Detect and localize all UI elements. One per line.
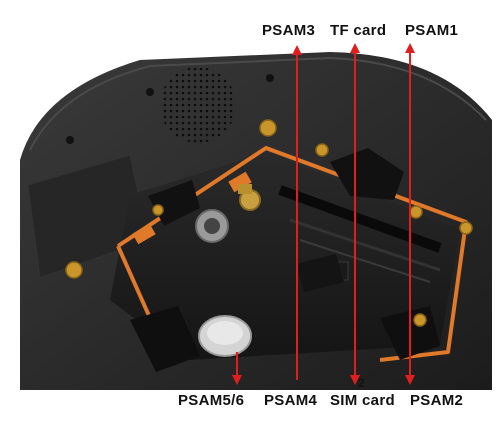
label-psam5-6: PSAM5/6	[178, 392, 245, 409]
gasket-tab	[132, 223, 156, 245]
screw-hole	[266, 74, 274, 82]
speaker-grille-icon	[160, 67, 236, 143]
gasket-tab	[228, 171, 252, 193]
device-edge-highlight	[29, 56, 487, 151]
label-psam1: PSAM1	[405, 22, 459, 39]
label-tf-card: TF card	[330, 22, 387, 39]
screw-icon	[409, 205, 423, 219]
label-sim-card: SIM card	[330, 392, 395, 409]
label-psam3: PSAM3	[262, 22, 316, 39]
screw-hole	[146, 88, 154, 96]
screw-icon	[152, 204, 164, 216]
card-slot	[289, 218, 441, 272]
label-psam4: PSAM4	[264, 392, 318, 409]
screw-icon	[459, 221, 473, 235]
screw-icon	[65, 261, 83, 279]
label-psam2: PSAM2	[410, 392, 464, 409]
screw-hole	[66, 136, 74, 144]
latch-clip	[296, 254, 344, 292]
screw-icon	[315, 143, 329, 157]
latch-clip	[330, 148, 404, 200]
screw-icon	[259, 119, 277, 137]
coin-cell-highlight	[207, 321, 243, 345]
din-connector-center	[204, 218, 220, 234]
screw-icon	[413, 313, 427, 327]
latch-clip	[130, 306, 200, 372]
label-sim-index: 2	[358, 376, 365, 390]
antenna-connector-base	[238, 184, 252, 194]
